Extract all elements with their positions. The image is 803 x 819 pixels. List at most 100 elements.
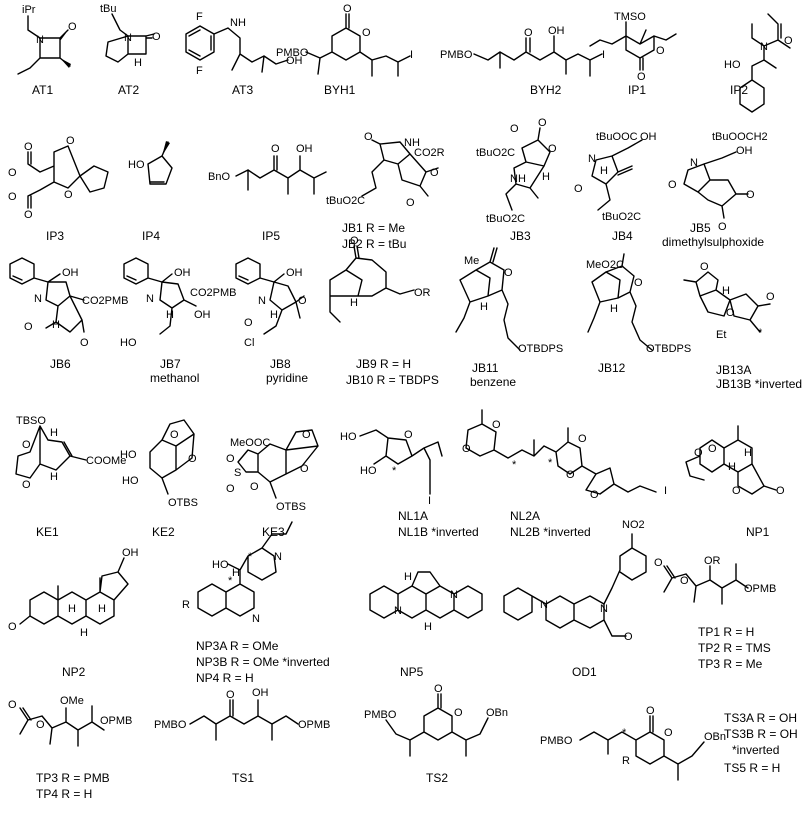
atom-label: * (392, 465, 397, 477)
compound-label: JB9 R = H (356, 357, 411, 371)
atom-label: tBuOOCH2 (712, 131, 768, 143)
structure-NL1: HO O HO I * NL1A NL1B *inverted (340, 429, 479, 539)
compound-label: NP3B R = OMe *inverted (196, 655, 330, 669)
atom-label: O (510, 123, 519, 135)
compound-label: TP1 R = H (698, 625, 754, 639)
atom-label: OR (704, 555, 721, 567)
compound-label: NL1A (398, 509, 428, 523)
atom-label: O (226, 453, 235, 465)
atom-label: O (504, 267, 513, 279)
compound-label: AT2 (118, 83, 139, 97)
atom-label: MeO2C (586, 259, 624, 271)
atom-label: H (270, 309, 278, 321)
atom-label: O (350, 235, 359, 247)
atom-label: H (610, 303, 618, 315)
compound-label: AT1 (32, 83, 53, 97)
compound-label: TS5 R = H (724, 761, 780, 775)
structure-JB3: O NH tBuO2C tBuO2C O O H JB3 (476, 117, 557, 243)
compound-label: NL1B *inverted (398, 525, 479, 539)
atom-label: CO2PMB (190, 287, 236, 299)
atom-label: H (68, 603, 76, 615)
structure-KE1: TBSO O O COOMe H H KE1 (15, 415, 126, 539)
compound-label: JB8 (270, 357, 291, 371)
atom-label: H (542, 171, 550, 183)
atom-label: O (188, 453, 197, 465)
atom-label: NH (510, 173, 526, 185)
atom-label: OH (194, 309, 211, 321)
compound-label: JB10 R = TBDPS (346, 373, 439, 387)
atom-label: H (166, 309, 174, 321)
compound-label: JB13B *inverted (716, 377, 802, 391)
atom-label: HO (360, 465, 377, 477)
structure-JB8: OH N O O Cl H JB8 pyridine (235, 257, 308, 385)
atom-label: O (708, 443, 717, 455)
compound-label: *inverted (732, 743, 779, 757)
atom-label: H (350, 297, 358, 309)
atom-label: O (66, 135, 75, 147)
structure-NP3: HO H N R N * * NP3A R = OMe NP3B R = OMe… (182, 521, 330, 685)
structure-NP1: O O O O H H NP1 (685, 425, 785, 539)
atom-label: O (343, 3, 352, 15)
atom-label: O (250, 481, 259, 493)
atom-label: O (80, 337, 89, 349)
atom-label: I (664, 485, 667, 497)
atom-label: N (540, 599, 548, 611)
compound-label: JB7 (160, 357, 181, 371)
atom-label: H (480, 301, 488, 313)
atom-label: O (578, 433, 587, 445)
structure-IP4: HO IP4 (128, 141, 173, 243)
structure-JB11: Me O H OTBDPS JB11 benzene (455, 247, 563, 389)
atom-label: O (637, 71, 646, 83)
atom-label: tBuOOC (596, 131, 638, 143)
atom-label: N (394, 605, 402, 617)
atom-label: H (728, 461, 736, 473)
compound-label: JB1 R = Me (342, 221, 405, 235)
atom-label: H (232, 567, 240, 579)
atom-label: HO (122, 475, 139, 487)
atom-label: Et (716, 329, 726, 341)
structure-TS1: OH PMBO O OPMB TS1 (154, 687, 330, 785)
atom-label: OPMB (298, 719, 330, 731)
atom-label: OH (548, 25, 565, 37)
atom-label: OBn (704, 731, 726, 743)
atom-label: N (34, 293, 42, 305)
atom-label: O (36, 719, 45, 731)
atom-label: O (566, 469, 575, 481)
compound-label: NP1 (746, 525, 770, 539)
atom-label: OH (122, 547, 139, 559)
atom-label: O (718, 221, 727, 233)
compound-label: TP2 R = TMS (698, 641, 771, 655)
atom-label: TMSO (614, 11, 646, 23)
atom-label: N (274, 551, 282, 563)
atom-label: O (22, 439, 31, 451)
atom-label: I (602, 49, 605, 61)
atom-label: NO2 (622, 519, 645, 531)
atom-label: N (600, 603, 608, 615)
atom-label: OH (252, 687, 269, 699)
atom-label: O (24, 209, 33, 221)
atom-label: H (722, 285, 730, 297)
atom-label: CO2R (414, 147, 445, 159)
atom-label: COOMe (86, 455, 126, 467)
atom-label: OTBS (276, 501, 306, 513)
atom-label: Me (464, 255, 479, 267)
atom-label: H (600, 165, 608, 177)
atom-label: HO (724, 59, 741, 71)
atom-label: H (744, 447, 752, 459)
compound-label: JB2 R = tBu (342, 237, 406, 251)
atom-label: O (22, 479, 31, 491)
atom-label: * (228, 575, 233, 587)
atom-label: OPMB (100, 715, 132, 727)
structure-JB12: MeO2C O H OTBDPS JB12 (586, 253, 691, 375)
atom-label: O (24, 321, 33, 333)
atom-label: tBuO2C (486, 213, 525, 225)
atom-label: N (36, 34, 44, 46)
atom-label: H (98, 603, 106, 615)
atom-label: O (694, 447, 703, 459)
atom-label: O (624, 631, 633, 643)
atom-label: O (680, 575, 689, 587)
atom-label: O (590, 489, 599, 501)
atom-label: N (450, 589, 458, 601)
